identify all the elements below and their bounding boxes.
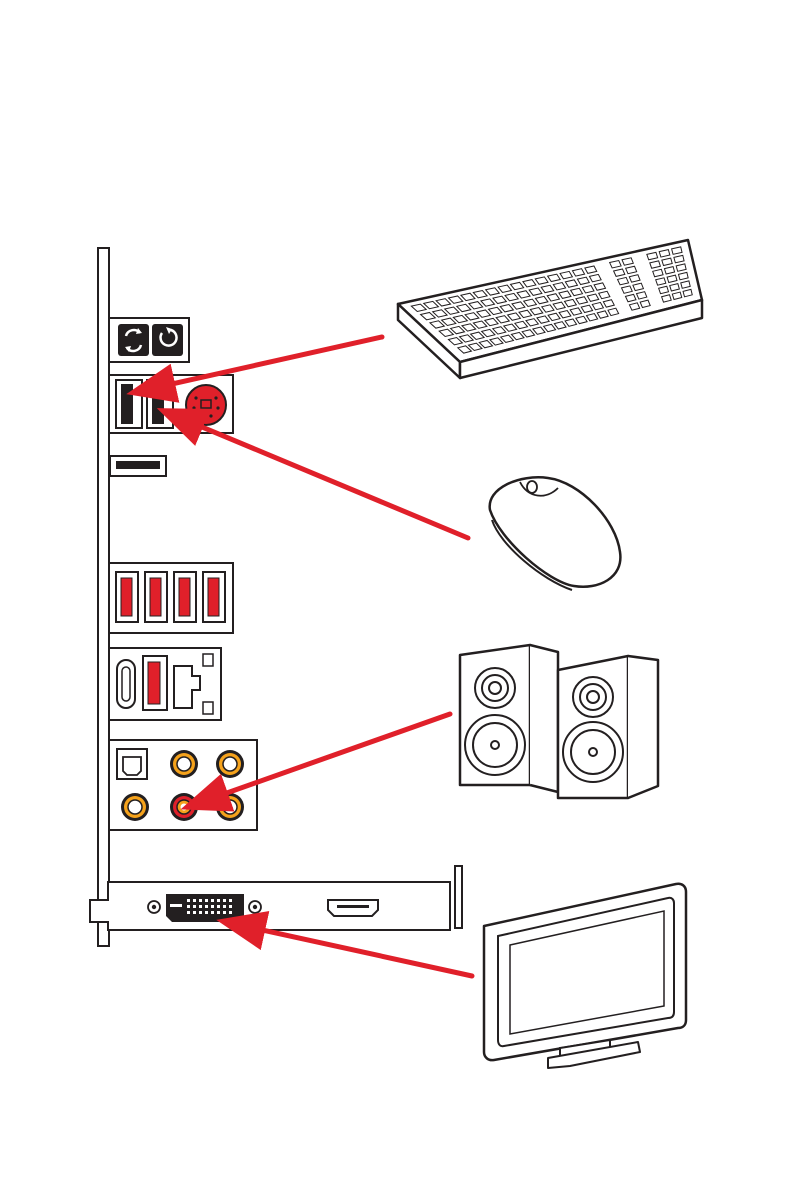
io-panel: [90, 248, 462, 946]
keyboard-key: [614, 269, 625, 276]
bios-buttons: [109, 318, 189, 362]
keyboard-key: [625, 294, 636, 301]
keyboard-icon: [398, 240, 702, 378]
keyboard-key: [662, 295, 672, 302]
speaker-right: [558, 656, 658, 798]
speaker-left: [460, 645, 558, 792]
clear-cmos-button: [118, 324, 149, 356]
usb-c-port: [117, 660, 135, 708]
audio-jack: [170, 750, 198, 778]
keyboard-key: [672, 292, 681, 299]
speakers-icon: [460, 645, 658, 798]
usbc-lan-block: [109, 648, 221, 720]
usb-port: [145, 572, 167, 622]
usb-port: [116, 380, 142, 428]
usb-port: [203, 572, 225, 622]
mouse-icon: [490, 477, 621, 590]
graphics-card-bracket: [90, 866, 462, 930]
mouse-to-usb-arrow: [166, 412, 468, 538]
keyboard-key: [640, 300, 650, 307]
keyboard-key: [633, 283, 644, 290]
optical-spdif-port: [117, 749, 147, 779]
flash-bios-button: [152, 324, 183, 356]
keyboard-key: [618, 277, 629, 284]
io-shield-bracket: [98, 248, 109, 946]
keyboard-key: [637, 292, 647, 299]
ps2-port: [186, 385, 226, 425]
audio-jack: [216, 750, 244, 778]
keyboard-key: [629, 303, 639, 310]
audio-jack: [121, 793, 149, 821]
usb-port: [110, 456, 166, 476]
keyboard-key: [629, 275, 640, 282]
keyboard-key: [659, 286, 669, 293]
usb-port: [174, 572, 196, 622]
usb-port: [143, 656, 167, 710]
keyboard-key: [621, 286, 632, 293]
hdmi-port: [328, 900, 378, 916]
keyboard-key: [585, 266, 597, 273]
audio-block: [109, 740, 257, 830]
monitor-icon: [484, 884, 686, 1068]
usb-port-group: [109, 563, 233, 633]
usb-port: [116, 572, 138, 622]
